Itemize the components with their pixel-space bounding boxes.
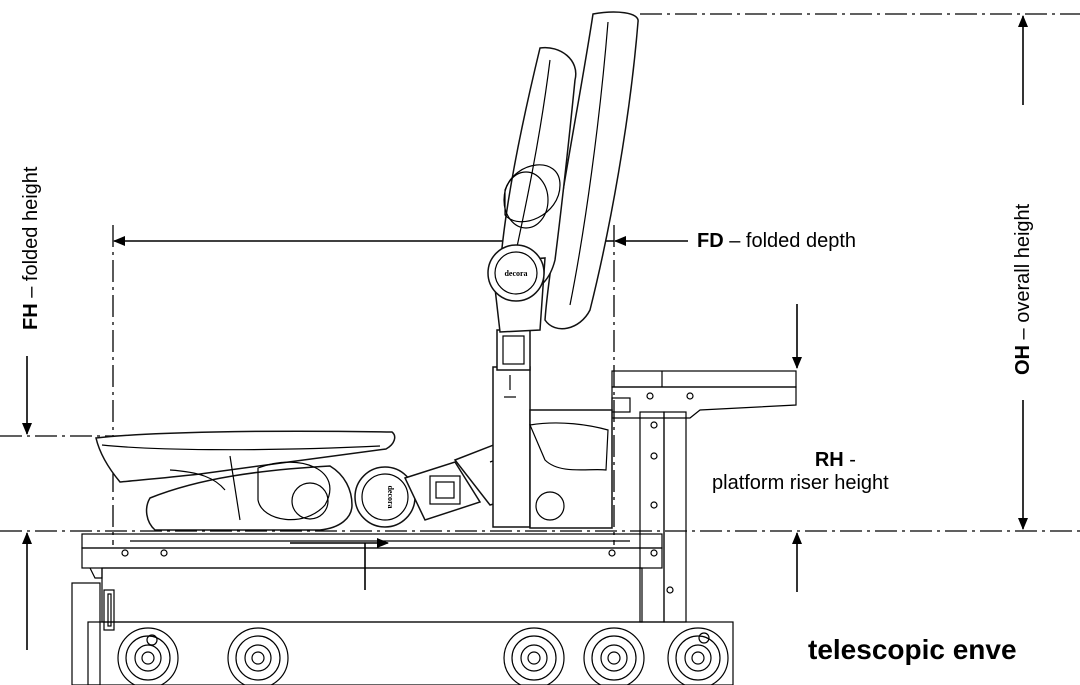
- riser-column: [639, 411, 665, 623]
- wheel: [117, 627, 179, 685]
- platform-end-bracket: [71, 582, 101, 685]
- mount-bracket: [492, 329, 613, 529]
- riser-height-abbr: RH: [814, 449, 844, 471]
- seat-cushion: [95, 430, 396, 531]
- hinge-logo-upper: decora: [504, 269, 527, 278]
- wheel: [227, 627, 289, 685]
- upper-hinge: [487, 244, 545, 302]
- wheel: [503, 627, 565, 685]
- lower-hinge: [354, 466, 416, 528]
- telescopic-platform: [71, 411, 734, 685]
- overall-height-abbr: OH: [1012, 345, 1034, 375]
- platform-bottom-rail: [87, 621, 734, 685]
- riser-height-text: platform riser height: [712, 472, 889, 494]
- folded-depth-abbr: FD: [697, 230, 724, 252]
- telescopic-envelope-label: telescopic enve: [808, 634, 1017, 665]
- hinge-logo-lower: decora: [386, 485, 395, 508]
- castor-wheels: [117, 627, 729, 685]
- wheel: [667, 627, 729, 685]
- riser-step: [611, 370, 797, 419]
- folded-depth-label: FD – folded depth: [697, 230, 856, 253]
- riser-deck: [611, 370, 797, 388]
- riser-height-label: RH - platform riser height: [712, 449, 889, 495]
- platform-frame: [101, 567, 643, 623]
- wheel: [583, 627, 645, 685]
- riser-height-suffix: -: [843, 449, 856, 471]
- folded-depth-text: – folded depth: [723, 230, 857, 252]
- overall-height-text: – overall height: [1012, 203, 1034, 345]
- folded-height-text: – folded height: [20, 166, 42, 304]
- folded-height-abbr: FH: [20, 303, 42, 330]
- platform-deck-lower: [81, 547, 663, 569]
- riser-column-2: [663, 411, 687, 623]
- overall-height-label: OH – overall height: [1012, 204, 1035, 375]
- backrest: [487, 11, 639, 333]
- folded-height-label: FH – folded height: [20, 167, 43, 330]
